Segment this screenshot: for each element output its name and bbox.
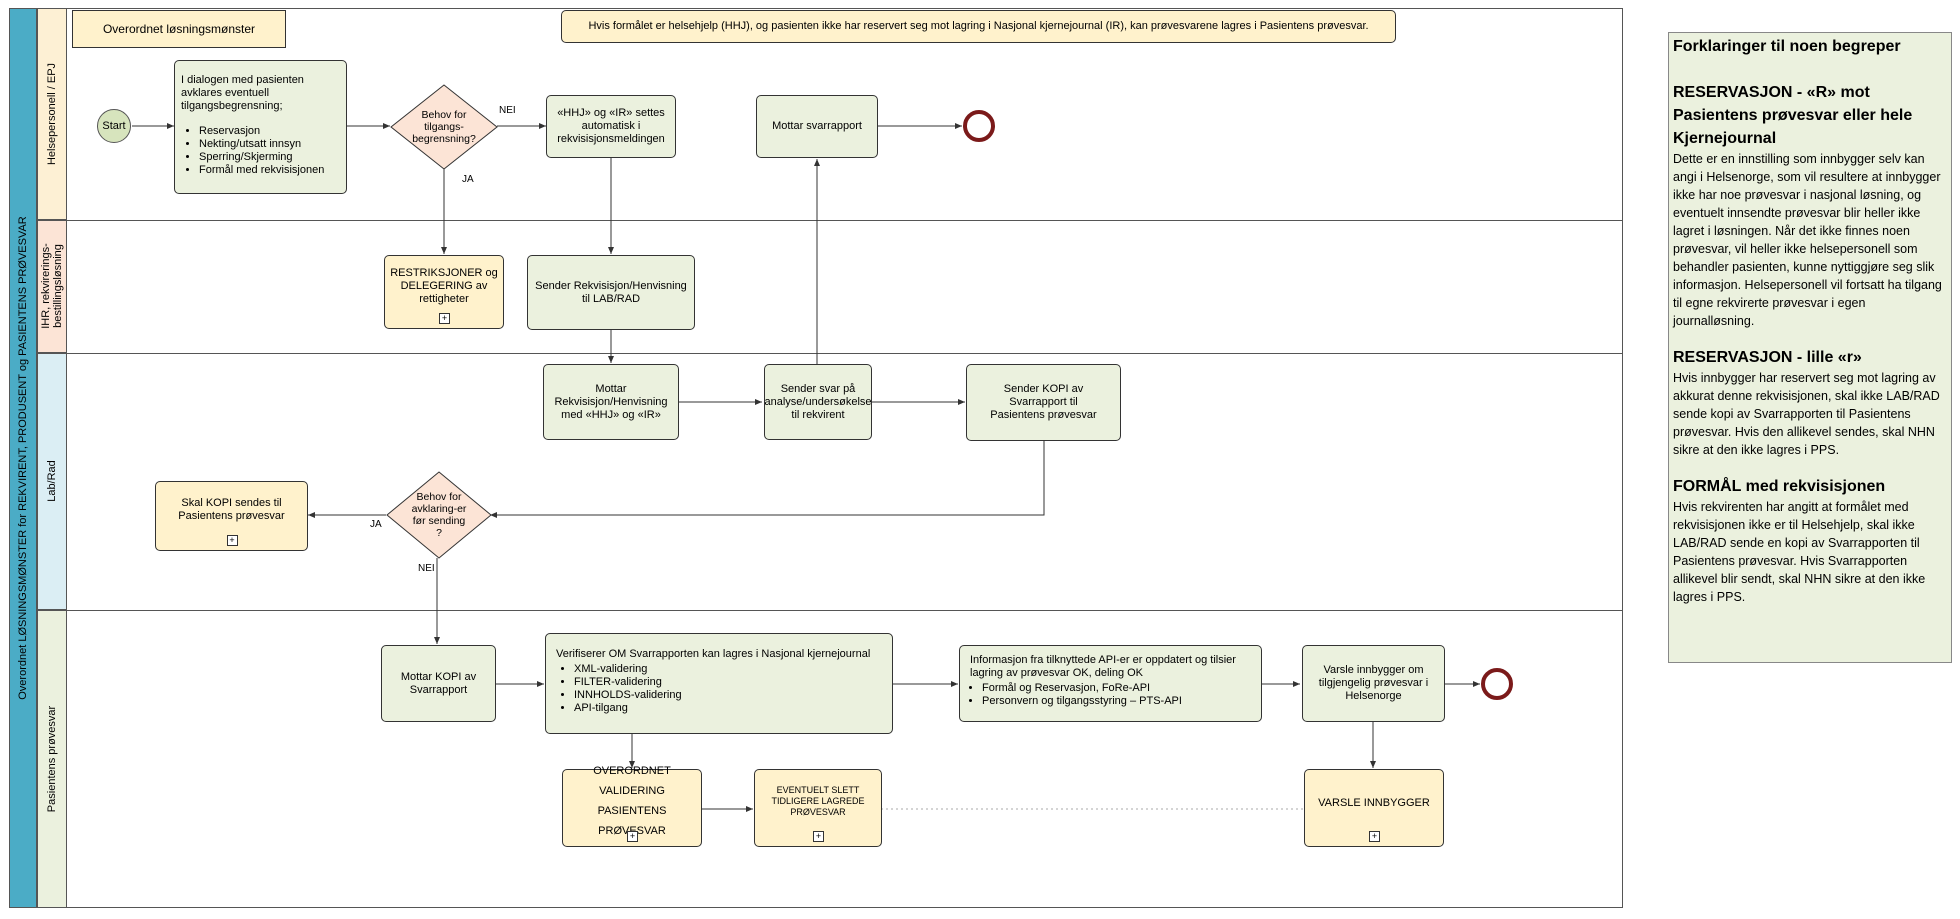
delete-subprocess: EVENTUELT SLETT TIDLIGERE LAGREDE PRØVES… xyxy=(754,769,882,847)
info-title: Informasjon fra tilknyttede API-er er op… xyxy=(970,654,1236,679)
restrictions-subprocess: RESTRIKSJONER og DELEGERING av rettighet… xyxy=(384,255,504,329)
list-item: Formål med rekvisisjonen xyxy=(199,164,340,177)
list-item: XML-validering xyxy=(574,663,870,676)
pool-header-band xyxy=(9,8,37,908)
gateway-clarify: Behov for avklaring-er før sending ? xyxy=(411,491,467,539)
gateway-clarify-no-label: NEI xyxy=(418,563,435,574)
clarify-task: I dialogen med pasienten avklares eventu… xyxy=(174,60,347,194)
gateway-clarify-yes-label: JA xyxy=(370,519,382,530)
end-event xyxy=(1481,668,1513,700)
notify-sub-label: VARSLE INNBYGGER xyxy=(1318,796,1430,809)
info-task: Informasjon fra tilknyttede API-er er op… xyxy=(959,645,1262,722)
legend-text: Dette er en innstilling som innbygger se… xyxy=(1673,152,1942,328)
lane-labrad: Lab/Rad xyxy=(37,353,67,610)
validation-label: OVERORDNET VALIDERING PASIENTENS PRØVESV… xyxy=(593,765,671,837)
lane-helsepersonell: Helsepersonell / EPJ xyxy=(37,8,67,220)
list-item: Personvern og tilgangsstyring – PTS-API xyxy=(982,695,1251,708)
send-answer-task: Sender svar på analyse/undersøkelse til … xyxy=(764,364,872,440)
list-item: INNHOLDS-validering xyxy=(574,689,870,702)
copy-should-subprocess: Skal KOPI sendes til Pasientens prøvesva… xyxy=(155,481,308,551)
clarify-list: Reservasjon Nekting/utsatt innsyn Sperri… xyxy=(181,125,340,177)
gateway-access-no-label: NEI xyxy=(499,105,516,116)
gateway-access-yes-label: JA xyxy=(462,174,474,185)
auto-set-task: «HHJ» og «IR» settes automatisk i rekvis… xyxy=(546,95,676,158)
receive-copy-task: Mottar KOPI av Svarrapport xyxy=(381,645,496,722)
clarify-title: I dialogen med pasienten avklares eventu… xyxy=(181,74,304,112)
legend-heading: RESERVASJON - lille «r» xyxy=(1673,349,1862,366)
lane-ihr: IHR, rekvirerings- bestillingsløsning xyxy=(37,220,67,353)
restrictions-label: RESTRIKSJONER og DELEGERING av rettighet… xyxy=(390,266,498,305)
list-item: FILTER-validering xyxy=(574,676,870,689)
lane-pasientens-provesvar: Pasientens prøvesvar xyxy=(37,610,67,908)
send-requisition-task: Sender Rekvisisjon/Henvisning til LAB/RA… xyxy=(527,255,695,330)
legend-heading: RESERVASJON - «R» mot Pasientens prøvesv… xyxy=(1673,84,1913,147)
end-event xyxy=(963,110,995,142)
gateway-clarify-shape xyxy=(386,471,492,559)
expand-icon: + xyxy=(439,313,450,324)
lane-divider xyxy=(37,220,1623,221)
expand-icon: + xyxy=(813,831,824,842)
list-item: API-tilgang xyxy=(574,702,870,715)
header-note: Hvis formålet er helsehjelp (HHJ), og pa… xyxy=(561,10,1396,43)
lane-divider xyxy=(37,353,1623,354)
delete-label: EVENTUELT SLETT TIDLIGERE LAGREDE PRØVES… xyxy=(771,784,865,817)
receive-requisition-task: Mottar Rekvisisjon/Henvisning med «HHJ» … xyxy=(543,364,679,440)
validation-subprocess: OVERORDNET VALIDERING PASIENTENS PRØVESV… xyxy=(562,765,702,847)
notify-task: Varsle innbygger om tilgjengelig prøvesv… xyxy=(1302,645,1445,722)
list-item: Reservasjon xyxy=(199,125,340,138)
send-copy-task: Sender KOPI av Svarrapport til Pasienten… xyxy=(966,364,1121,441)
gateway-access-shape xyxy=(390,84,498,170)
receive-report-task: Mottar svarrapport xyxy=(756,95,878,158)
expand-icon: + xyxy=(1369,831,1380,842)
copy-should-label: Skal KOPI sendes til Pasientens prøvesva… xyxy=(178,497,285,522)
expand-icon: + xyxy=(226,535,238,546)
header-title: Overordnet løsningsmønster xyxy=(72,10,286,48)
verify-list: XML-validering FILTER-validering INNHOLD… xyxy=(556,663,870,715)
list-item: Nekting/utsatt innsyn xyxy=(199,138,340,151)
legend-panel: Forklaringer til noen begreper RESERVASJ… xyxy=(1668,32,1952,663)
legend-title: Forklaringer til noen begreper xyxy=(1673,38,1901,55)
list-item: Sperring/Skjerming xyxy=(199,151,340,164)
legend-text: Hvis rekvirenten har angitt at formålet … xyxy=(1673,500,1926,604)
expand-icon: + xyxy=(627,831,638,842)
legend-text: Hvis innbygger har reservert seg mot lag… xyxy=(1673,371,1940,457)
start-event: Start xyxy=(97,109,131,143)
verify-task: Verifiserer OM Svarrapporten kan lagres … xyxy=(545,633,893,734)
list-item: Formål og Reservasjon, FoRe-API xyxy=(982,682,1251,695)
verify-title: Verifiserer OM Svarrapporten kan lagres … xyxy=(556,648,871,660)
lane-divider xyxy=(37,610,1623,611)
notify-subprocess: VARSLE INNBYGGER + xyxy=(1304,769,1444,847)
info-list: Formål og Reservasjon, FoRe-API Personve… xyxy=(970,682,1251,708)
legend-heading: FORMÅL med rekvisisjonen xyxy=(1673,478,1886,495)
gateway-access: Behov for tilgangs-begrensning? xyxy=(412,109,476,145)
